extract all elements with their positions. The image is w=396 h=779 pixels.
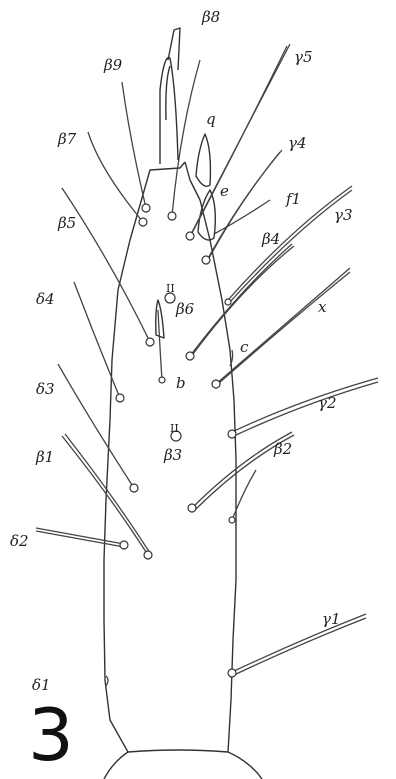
label-d4: δ4 — [36, 290, 55, 308]
seta-d1 — [106, 676, 108, 686]
label-g4: γ4 — [288, 134, 307, 152]
seta-f1 — [214, 200, 270, 234]
seta-x — [212, 268, 350, 388]
label-f1: f1 — [285, 190, 301, 208]
label-b3: β3 — [163, 446, 182, 464]
seta-b9 — [122, 82, 150, 212]
label-b7: β7 — [57, 130, 77, 148]
label-d2: δ2 — [10, 532, 29, 550]
label-g1: γ1 — [322, 610, 341, 628]
label-b9: β9 — [103, 56, 123, 74]
label-b5: β5 — [57, 214, 76, 232]
figure-number: 3 — [28, 693, 74, 777]
label-b2: β2 — [273, 440, 292, 458]
apical-cone-b8 — [160, 28, 180, 164]
label-roman-upper: II — [166, 282, 175, 295]
seta-d2 — [36, 528, 128, 549]
label-b4: β4 — [261, 230, 280, 248]
seta-d3 — [58, 364, 138, 492]
label-roman-lower: II — [170, 422, 179, 435]
seta-b5 — [62, 188, 154, 346]
label-c: c — [240, 338, 249, 356]
seta-g1 — [228, 614, 366, 677]
label-b8: β8 — [201, 8, 220, 26]
segment-outline — [104, 162, 262, 779]
label-b6: β6 — [175, 300, 195, 318]
label-b: b — [176, 374, 186, 392]
label-b1: β1 — [35, 448, 54, 466]
cone-q — [196, 134, 210, 186]
label-d3: δ3 — [36, 380, 55, 398]
label-g5: γ5 — [294, 48, 313, 66]
label-g2: γ2 — [318, 394, 337, 412]
seta-b8 — [168, 60, 200, 220]
label-d1: δ1 — [32, 676, 51, 694]
label-x: x — [318, 298, 327, 316]
seta-b — [158, 310, 165, 383]
seta-b2-short — [229, 470, 256, 523]
label-q: q — [206, 110, 216, 128]
seta-g2 — [228, 378, 378, 438]
label-g3: γ3 — [334, 206, 353, 224]
label-e: e — [220, 182, 229, 200]
cone-6 — [156, 300, 164, 338]
